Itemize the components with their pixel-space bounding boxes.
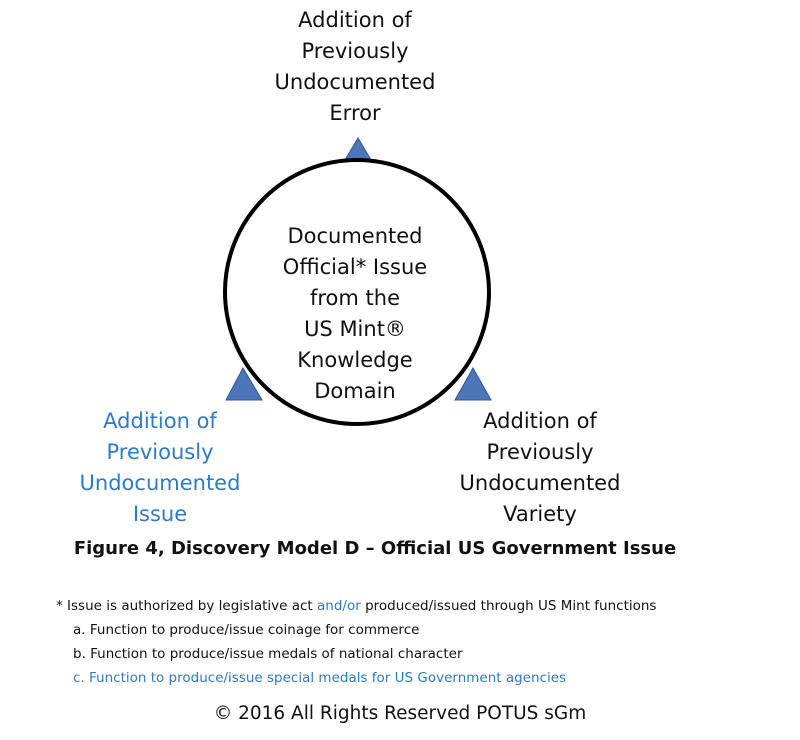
discovery-model-diagram xyxy=(223,137,492,426)
left-label-line: Undocumented xyxy=(79,471,241,495)
circle-label-line: US Mint® xyxy=(304,317,406,341)
knowledge-domain-circle xyxy=(223,158,491,426)
top-label-line: Previously xyxy=(301,39,409,63)
right-label-line: Undocumented xyxy=(459,471,621,495)
footnote-item-b: b. Function to produce/issue medals of n… xyxy=(73,646,463,662)
circle-label-line: Official* Issue xyxy=(282,255,428,279)
right-label-line: Previously xyxy=(486,440,594,464)
top-label-line: Error xyxy=(329,101,381,125)
left-label-line: Previously xyxy=(106,440,214,464)
left-triangle xyxy=(225,366,263,401)
left-label-line: Issue xyxy=(132,502,188,526)
circle-label-line: Documented xyxy=(287,224,423,248)
left-label-issue: Addition of Previously Undocumented Issu… xyxy=(60,406,260,530)
right-triangle xyxy=(454,366,492,401)
footnote-item-a: a. Function to produce/issue coinage for… xyxy=(73,622,420,638)
circle-label-line: Domain xyxy=(314,379,396,403)
footnote-item-c: c. Function to produce/issue special med… xyxy=(73,670,567,686)
copyright-notice: © 2016 All Rights Reserved POTUS sGm xyxy=(213,703,587,724)
right-label-line: Addition of xyxy=(483,409,597,433)
top-label-line: Addition of xyxy=(298,8,412,32)
top-label-line: Undocumented xyxy=(274,70,436,94)
footnote-intro: * Issue is authorized by legislative act… xyxy=(56,594,796,618)
right-label-line: Variety xyxy=(503,502,577,526)
footnote-intro-c: produced/issued through US Mint function… xyxy=(360,598,657,614)
footnote: * Issue is authorized by legislative act… xyxy=(56,594,796,690)
left-label-line: Addition of xyxy=(103,409,217,433)
footnote-intro-andor: and/or xyxy=(317,598,361,614)
top-label-error: Addition of Previously Undocumented Erro… xyxy=(255,5,455,129)
footnote-intro-a: * Issue is authorized by legislative act xyxy=(56,598,318,614)
circle-label-line: Knowledge xyxy=(297,348,413,372)
circle-label: Documented Official* Issue from the US M… xyxy=(255,221,455,407)
circle-label-line: from the xyxy=(309,286,400,310)
figure-caption: Figure 4, Discovery Model D – Official U… xyxy=(73,538,677,559)
right-label-variety: Addition of Previously Undocumented Vari… xyxy=(440,406,640,530)
